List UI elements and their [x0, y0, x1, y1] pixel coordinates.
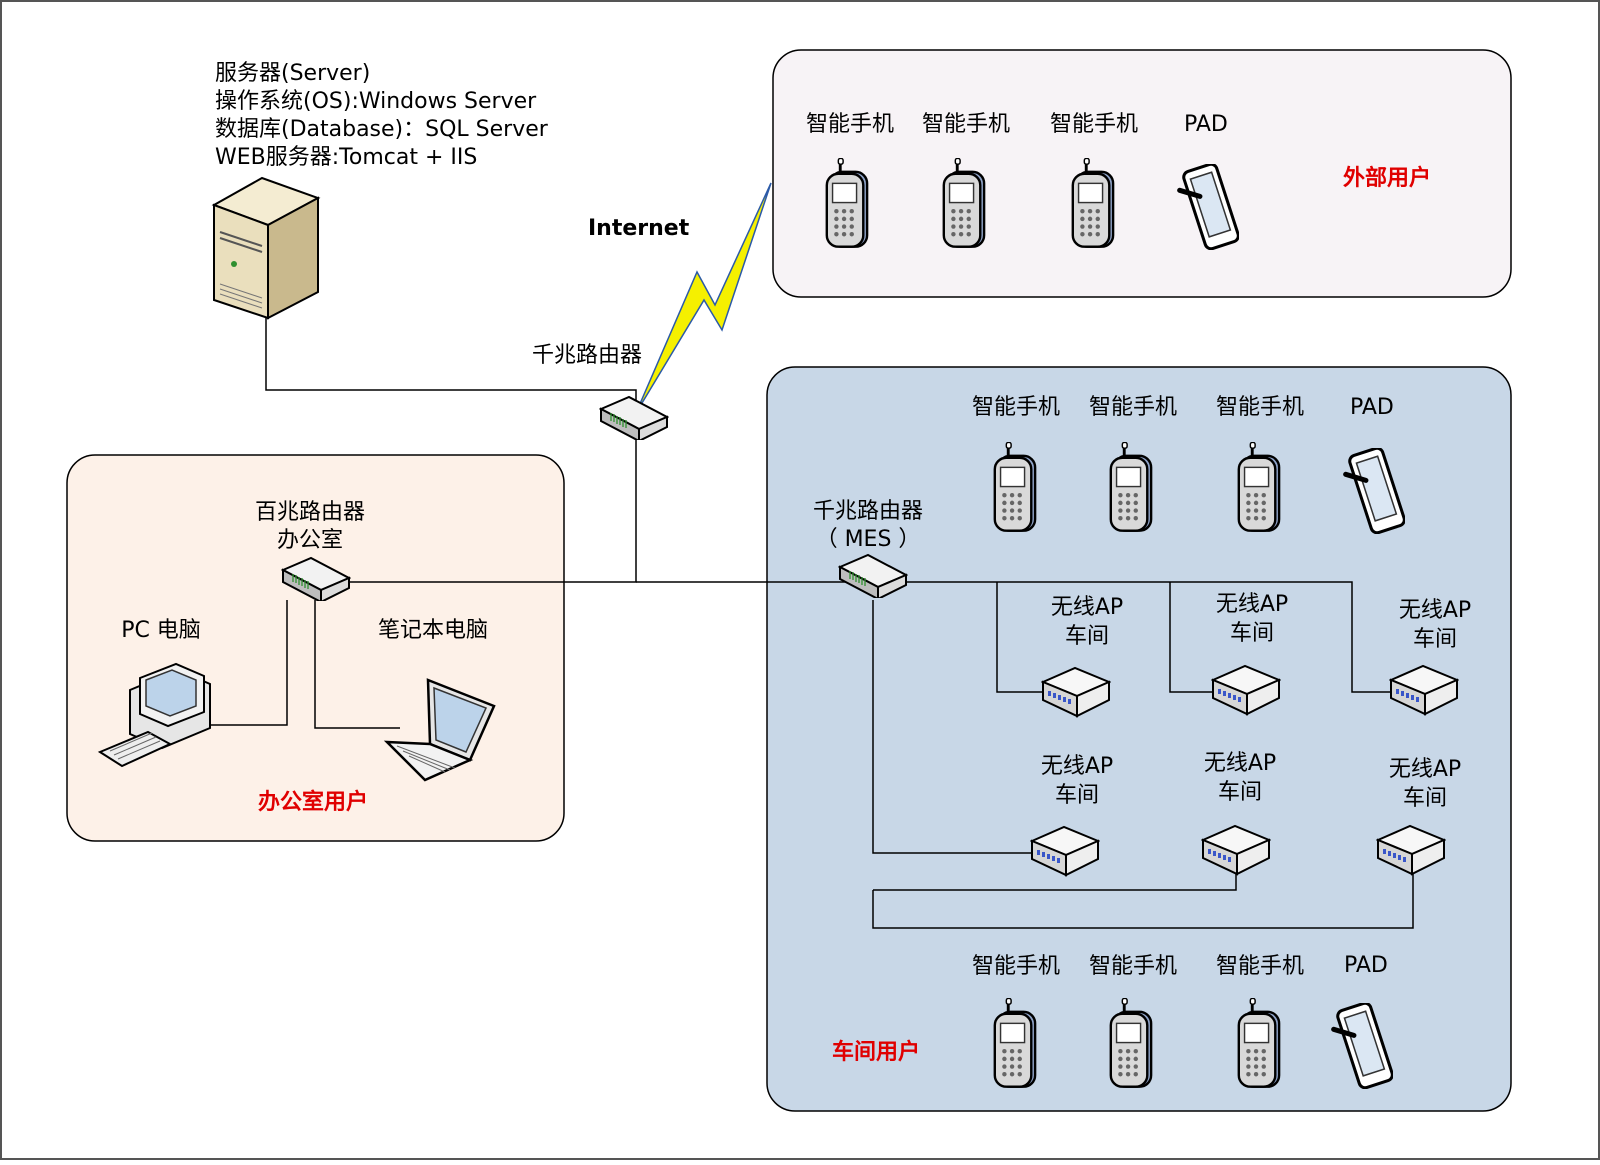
ap-label: 无线AP: [1216, 592, 1288, 617]
workshop-labels: 千兆路由器 （ MES ） 智能手机 智能手机 智能手机 PAD 智能手机 智能…: [813, 395, 1394, 979]
server-label-line: 操作系统(OS):Windows Server: [215, 89, 537, 114]
server-label-line: 服务器(Server): [215, 61, 370, 86]
server-icon: [211, 176, 321, 320]
ap-label: 无线AP: [1204, 751, 1276, 776]
workshop-users-box: [766, 366, 1512, 1112]
link-mes-ap4: [872, 600, 1062, 854]
internet-label: Internet: [588, 216, 690, 241]
device-label: PAD: [1350, 395, 1394, 420]
device-label: 智能手机: [1089, 954, 1177, 979]
ap-label: 无线AP: [1399, 598, 1471, 623]
device-label: 智能手机: [972, 954, 1060, 979]
office-users-title: 办公室用户: [258, 789, 368, 815]
mes-router-label: 千兆路由器: [813, 499, 923, 524]
link-mes-ap5: [873, 870, 1237, 891]
server-label-line: 数据库(Database)：SQL Server: [215, 117, 549, 142]
ap-labels: 无线AP 车间 无线AP 车间 无线AP 车间 无线AP 车间 无线AP 车间 …: [1041, 592, 1471, 811]
desktop-pc-icon: [97, 662, 211, 768]
device-label: 智能手机: [806, 112, 894, 137]
link-mes-ap2: [1169, 582, 1215, 693]
server-label: 服务器(Server) 操作系统(OS):Windows Server 数据库(…: [215, 61, 549, 170]
ap-label: 车间: [1230, 621, 1274, 646]
office-router-label: 百兆路由器: [255, 500, 365, 525]
external-users-title: 外部用户: [1343, 165, 1431, 191]
office-labels: 百兆路由器 办公室 PC 电脑 笔记本电脑: [121, 500, 488, 643]
workshop-users-title: 车间用户: [832, 1039, 920, 1065]
ap-label: 车间: [1218, 780, 1262, 805]
link-mes-ap1: [996, 582, 1045, 693]
device-label: 智能手机: [1216, 954, 1304, 979]
ap-label: 无线AP: [1389, 757, 1461, 782]
link-office-pc: [210, 600, 288, 726]
device-label: 智能手机: [922, 112, 1010, 137]
ap-label: 无线AP: [1051, 595, 1123, 620]
link-mes-ap3: [880, 581, 1395, 693]
ap-label: 车间: [1403, 786, 1447, 811]
device-label: PAD: [1184, 112, 1228, 137]
device-label: 智能手机: [1050, 112, 1138, 137]
office-router-label: 办公室: [277, 528, 343, 553]
network-links: [210, 308, 1414, 929]
core-router-label: 千兆路由器: [532, 343, 642, 368]
ap-label: 无线AP: [1041, 754, 1113, 779]
device-label: 智能手机: [1089, 395, 1177, 420]
device-label: 智能手机: [972, 395, 1060, 420]
server-label-line: WEB服务器:Tomcat + IIS: [215, 145, 477, 170]
link-office-laptop: [314, 600, 400, 729]
link-mes-ap6: [872, 872, 1414, 929]
mes-router-label: （ MES ）: [816, 527, 921, 552]
pc-label: PC 电脑: [121, 618, 201, 643]
laptop-icon: [383, 678, 496, 782]
ap-label: 车间: [1055, 783, 1099, 808]
ap-label: 车间: [1065, 624, 1109, 649]
ap-label: 车间: [1413, 627, 1457, 652]
internet-lightning-icon: [635, 182, 772, 414]
link-server-router: [265, 308, 637, 583]
external-device-labels: 智能手机 智能手机 智能手机 PAD: [806, 112, 1228, 137]
device-label: PAD: [1344, 953, 1388, 978]
laptop-label: 笔记本电脑: [378, 618, 488, 643]
device-label: 智能手机: [1216, 395, 1304, 420]
